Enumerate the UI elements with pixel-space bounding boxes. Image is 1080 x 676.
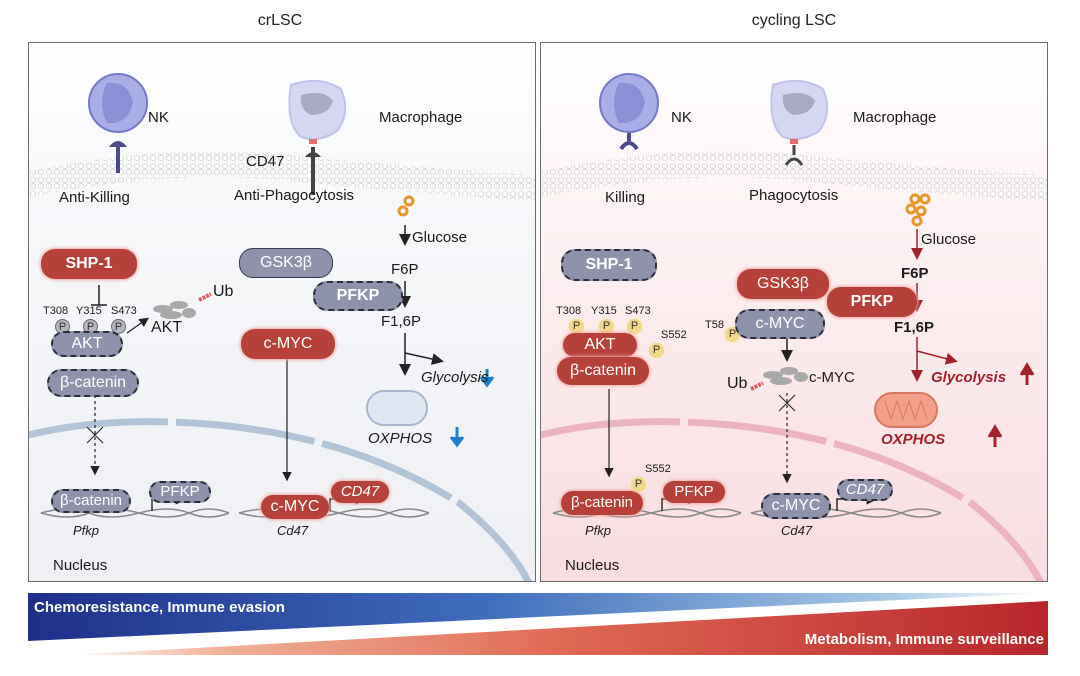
bcatenin-protein: β-catenin xyxy=(557,357,649,385)
glycolysis-label: Glycolysis xyxy=(931,369,1007,386)
gsk3b-protein: GSK3β xyxy=(239,248,333,278)
nk-cell-label: NK xyxy=(671,109,692,126)
shp1-protein: SHP-1 xyxy=(41,249,137,279)
nuclear-envelope xyxy=(541,418,1044,581)
nucleus-label: Nucleus xyxy=(53,557,108,574)
macrophage-icon xyxy=(288,79,347,195)
mitochondrion-icon xyxy=(874,392,938,428)
crlsc-panel: NK Macrophage CD47 Anti-Killing Anti-Pha… xyxy=(28,42,536,582)
chemoresistance-label: Chemoresistance, Immune evasion xyxy=(34,599,285,616)
ub-label: Ub xyxy=(727,375,748,392)
cmyc-nuclear: c-MYC xyxy=(261,495,329,519)
site-s473: S473 xyxy=(111,305,137,317)
cmyc-protein: c-MYC xyxy=(241,329,335,359)
shp1-protein: SHP-1 xyxy=(561,249,657,281)
oxphos-label: OXPHOS xyxy=(881,431,946,448)
glycolysis-up-arrow-icon xyxy=(1019,362,1035,385)
site-s552-nuclear: S552 xyxy=(645,463,671,475)
degraded-akt-icon xyxy=(153,301,196,319)
glucose-icon xyxy=(905,193,931,227)
bcatenin-nuclear: β-catenin xyxy=(561,491,643,515)
mitochondrion-icon xyxy=(366,390,428,426)
right-panel-title: cycling LSC xyxy=(751,12,837,29)
anti-phagocytosis-label: Anti-Phagocytosis xyxy=(234,187,355,204)
akt-protein: AKT xyxy=(51,331,123,357)
degraded-cmyc-icon xyxy=(763,367,808,385)
gene-cd47-label: Cd47 xyxy=(781,523,813,538)
phospho-s473: P xyxy=(627,319,642,334)
killing-label: Killing xyxy=(605,189,646,206)
left-panel-title: crLSC xyxy=(257,12,303,29)
site-y315: Y315 xyxy=(591,305,617,317)
pfkp-protein: PFKP xyxy=(827,287,917,317)
gsk3b-protein: GSK3β xyxy=(737,269,829,299)
nk-cell-icon xyxy=(88,73,148,173)
nuclear-envelope xyxy=(29,418,532,581)
site-t58: T58 xyxy=(705,319,724,331)
site-y315: Y315 xyxy=(76,305,102,317)
right-panel-drawing xyxy=(541,73,1047,581)
macrophage-label: Macrophage xyxy=(853,109,937,126)
bcatenin-protein: β-catenin xyxy=(47,369,139,397)
oxphos-down-arrow-icon xyxy=(449,427,465,448)
degraded-cmyc-label: c-MYC xyxy=(809,369,855,386)
pfkp-nuclear: PFKP xyxy=(149,481,211,503)
macrophage-icon xyxy=(770,79,829,166)
cmyc-protein: c-MYC xyxy=(735,309,825,339)
site-t308: T308 xyxy=(556,305,582,317)
oxphos-up-arrow-icon xyxy=(987,424,1003,447)
cell-membrane xyxy=(29,151,535,201)
nk-cell-icon xyxy=(599,73,659,151)
degraded-akt-label: AKT xyxy=(151,319,183,336)
oxphos-label: OXPHOS xyxy=(368,430,433,447)
site-s473: S473 xyxy=(625,305,651,317)
nucleus-label: Nucleus xyxy=(565,557,620,574)
gene-pfkp-label: Pfkp xyxy=(73,523,100,538)
red-wedge xyxy=(68,601,1048,655)
phospho-t308: P xyxy=(569,319,584,334)
cmyc-nuclear: c-MYC xyxy=(761,493,831,519)
cd47-nuclear: CD47 xyxy=(331,481,389,503)
glucose-label: Glucose xyxy=(921,231,977,248)
left-panel-drawing xyxy=(29,73,535,581)
site-t308: T308 xyxy=(43,305,69,317)
nk-cell-label: NK xyxy=(148,109,169,126)
phospho-y315: P xyxy=(83,319,98,334)
cycling-lsc-panel: NK Macrophage Killing Phagocytosis Gluco… xyxy=(540,42,1048,582)
cd47-label: CD47 xyxy=(246,153,285,170)
pfkp-nuclear: PFKP xyxy=(663,481,725,503)
phagocytosis-label: Phagocytosis xyxy=(749,187,839,204)
phenotype-gradient-bar: Chemoresistance, Immune evasion Metaboli… xyxy=(28,593,1048,655)
metabolism-label: Metabolism, Immune surveillance xyxy=(804,631,1044,648)
macrophage-label: Macrophage xyxy=(379,109,463,126)
anti-killing-label: Anti-Killing xyxy=(59,189,130,206)
akt-protein: AKT xyxy=(563,333,637,357)
f6p-label: F6P xyxy=(391,261,419,278)
phospho-s552-nuclear: P xyxy=(631,477,646,492)
phospho-y315: P xyxy=(599,319,614,334)
cell-membrane xyxy=(541,151,1047,201)
glucose-label: Glucose xyxy=(412,229,468,246)
site-s552: S552 xyxy=(661,329,687,341)
glucose-icon xyxy=(397,195,415,217)
bcatenin-nuclear: β-catenin xyxy=(51,489,131,513)
cd47-nuclear: CD47 xyxy=(837,479,893,501)
gene-pfkp-label: Pfkp xyxy=(585,523,612,538)
gene-cd47-label: Cd47 xyxy=(277,523,309,538)
gradient-wedges xyxy=(28,593,1048,655)
glycolysis-down-arrow-icon xyxy=(479,369,495,388)
glycolysis-label: Glycolysis xyxy=(421,369,489,386)
pfkp-protein: PFKP xyxy=(313,281,403,311)
phospho-s552: P xyxy=(649,343,664,358)
blue-wedge xyxy=(28,593,1048,641)
f16p-label: F1,6P xyxy=(381,313,422,330)
ub-label: Ub xyxy=(213,283,234,300)
f6p-label: F6P xyxy=(901,265,929,282)
f16p-label: F1,6P xyxy=(894,319,935,336)
